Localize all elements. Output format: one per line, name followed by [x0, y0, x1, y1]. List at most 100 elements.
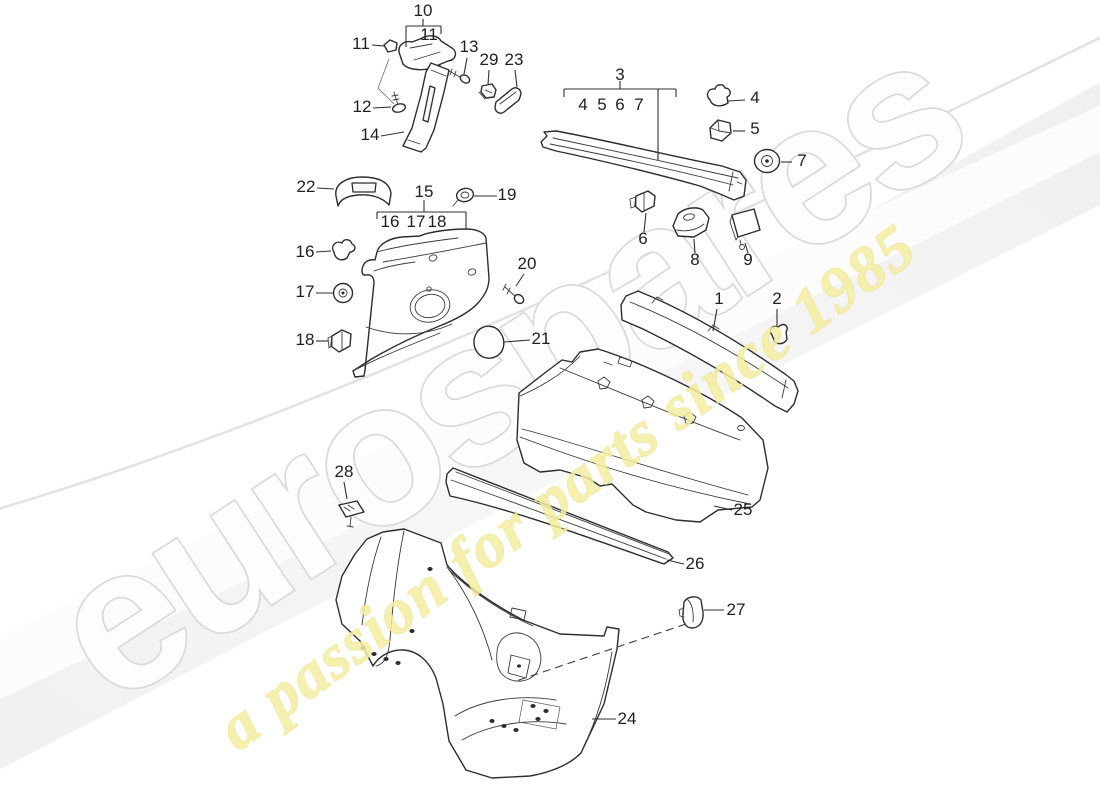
part-25-rear-shelf-trim	[516, 348, 769, 523]
leader-line-16-12	[372, 106, 392, 109]
leader-line-32-25	[713, 505, 733, 511]
trim8-line	[676, 223, 705, 232]
part-20-screw	[502, 283, 525, 305]
shelf-hole	[737, 425, 745, 431]
panel-hole-2	[467, 268, 477, 276]
part-11-clip	[383, 39, 398, 53]
leader-line-29-22	[316, 187, 335, 190]
part-1-rear-trim-strip	[620, 290, 799, 413]
callout-33-26: 26	[686, 554, 705, 573]
leader-line-17-13	[463, 57, 468, 75]
trim8-body	[672, 207, 710, 238]
part-27-cover-cap	[678, 596, 704, 629]
callout-26-19: 19	[498, 185, 517, 204]
screw-head	[391, 103, 407, 113]
part-14-pillar-trim	[402, 62, 450, 153]
pin19-inner	[460, 191, 470, 199]
carpet-slot	[509, 607, 527, 621]
panel-hole-1	[428, 254, 438, 262]
callout-17-13: 13	[460, 37, 479, 56]
screw20-shaft	[502, 283, 517, 298]
leader-line-30-23	[514, 69, 518, 88]
bracket-15	[376, 200, 467, 230]
grommet-inner	[761, 155, 773, 167]
leader-line-15-11	[371, 44, 385, 47]
callout-27-20: 20	[518, 254, 537, 273]
carpet-body	[335, 528, 620, 779]
part-29-fastener	[478, 83, 497, 100]
grille9-face	[731, 208, 761, 238]
rail-body	[540, 130, 747, 201]
rail-creases	[549, 137, 743, 192]
part-3-roof-rail-trim	[540, 130, 747, 201]
callout-34-27: 27	[727, 600, 746, 619]
part-12-screw	[391, 91, 407, 113]
callout-21-17: 17	[407, 212, 426, 231]
part-28-bracket-clip	[338, 500, 365, 528]
part-4-clip	[706, 84, 731, 107]
callout-30-23: 23	[505, 50, 524, 69]
leader-line-36-29	[487, 69, 490, 86]
callout-20-16: 16	[381, 212, 400, 231]
callout-2-3: 3	[615, 65, 624, 84]
part-10-mount-bracket	[398, 35, 457, 71]
part-18-clip	[327, 329, 352, 353]
clip28-plate	[338, 500, 365, 518]
callout-0-1: 1	[714, 289, 723, 308]
leader-line-12-9	[744, 242, 749, 254]
shelf-body	[516, 348, 769, 523]
clip-detail	[629, 192, 645, 211]
grommet17-center	[341, 291, 345, 295]
part-16-clip	[332, 239, 356, 261]
callout-18-14: 14	[361, 125, 380, 144]
part-24-rear-carpet	[335, 528, 620, 779]
sill-ridges	[450, 471, 670, 560]
callout-16-12: 12	[353, 97, 372, 116]
part-7-grommet	[753, 148, 781, 174]
leader-line-33-26	[666, 559, 685, 565]
cap27-detail	[678, 599, 694, 623]
clip18-detail	[327, 331, 343, 351]
part-9-vent-grille	[729, 208, 761, 250]
part-21-speaker-grille	[473, 325, 505, 359]
part-26-sill-trim	[445, 467, 674, 565]
leader-line-23-16	[315, 250, 332, 253]
panel-creases	[356, 237, 487, 370]
strip1-body	[620, 290, 799, 413]
carpet-plate	[518, 699, 561, 730]
callout-19-15: 15	[415, 182, 434, 201]
shelf-creases	[519, 355, 751, 505]
leader-line-27-20	[515, 273, 525, 287]
part-15-quarter-trim-panel	[352, 228, 490, 378]
callout-24-17: 17	[296, 282, 315, 301]
leader-line-28-21	[503, 339, 531, 343]
screw20-head	[513, 293, 525, 305]
callout-11-8: 8	[690, 250, 699, 269]
callout-14-11: 11	[420, 25, 438, 44]
grommet17-inner	[338, 288, 348, 298]
callout-28-21: 21	[532, 329, 551, 348]
leader-line-18-14	[380, 131, 405, 137]
clip28-detail	[343, 504, 355, 528]
part-23-cover	[494, 87, 522, 114]
carpet-fastener-dots	[360, 567, 549, 732]
callout-32-25: 25	[734, 500, 753, 519]
callout-35-28: 28	[335, 462, 354, 481]
callout-36-29: 29	[480, 50, 499, 69]
dashed-link-0	[515, 623, 687, 682]
callout-29-22: 22	[297, 177, 316, 196]
callout-5-6: 6	[615, 95, 624, 114]
trim8-hole	[683, 213, 695, 221]
grille9-side	[729, 214, 742, 246]
screw-head	[459, 74, 471, 84]
leader-line-9-6	[643, 212, 647, 233]
leader-line-0-1	[712, 308, 718, 332]
callout-4-5: 5	[597, 95, 606, 114]
carpet-cubby	[496, 632, 542, 682]
callout-23-16: 16	[296, 242, 315, 261]
screw-shaft	[391, 91, 400, 106]
leader-line-11-8	[693, 238, 696, 254]
grille9-pin	[739, 244, 745, 250]
clip18-body	[330, 329, 352, 353]
